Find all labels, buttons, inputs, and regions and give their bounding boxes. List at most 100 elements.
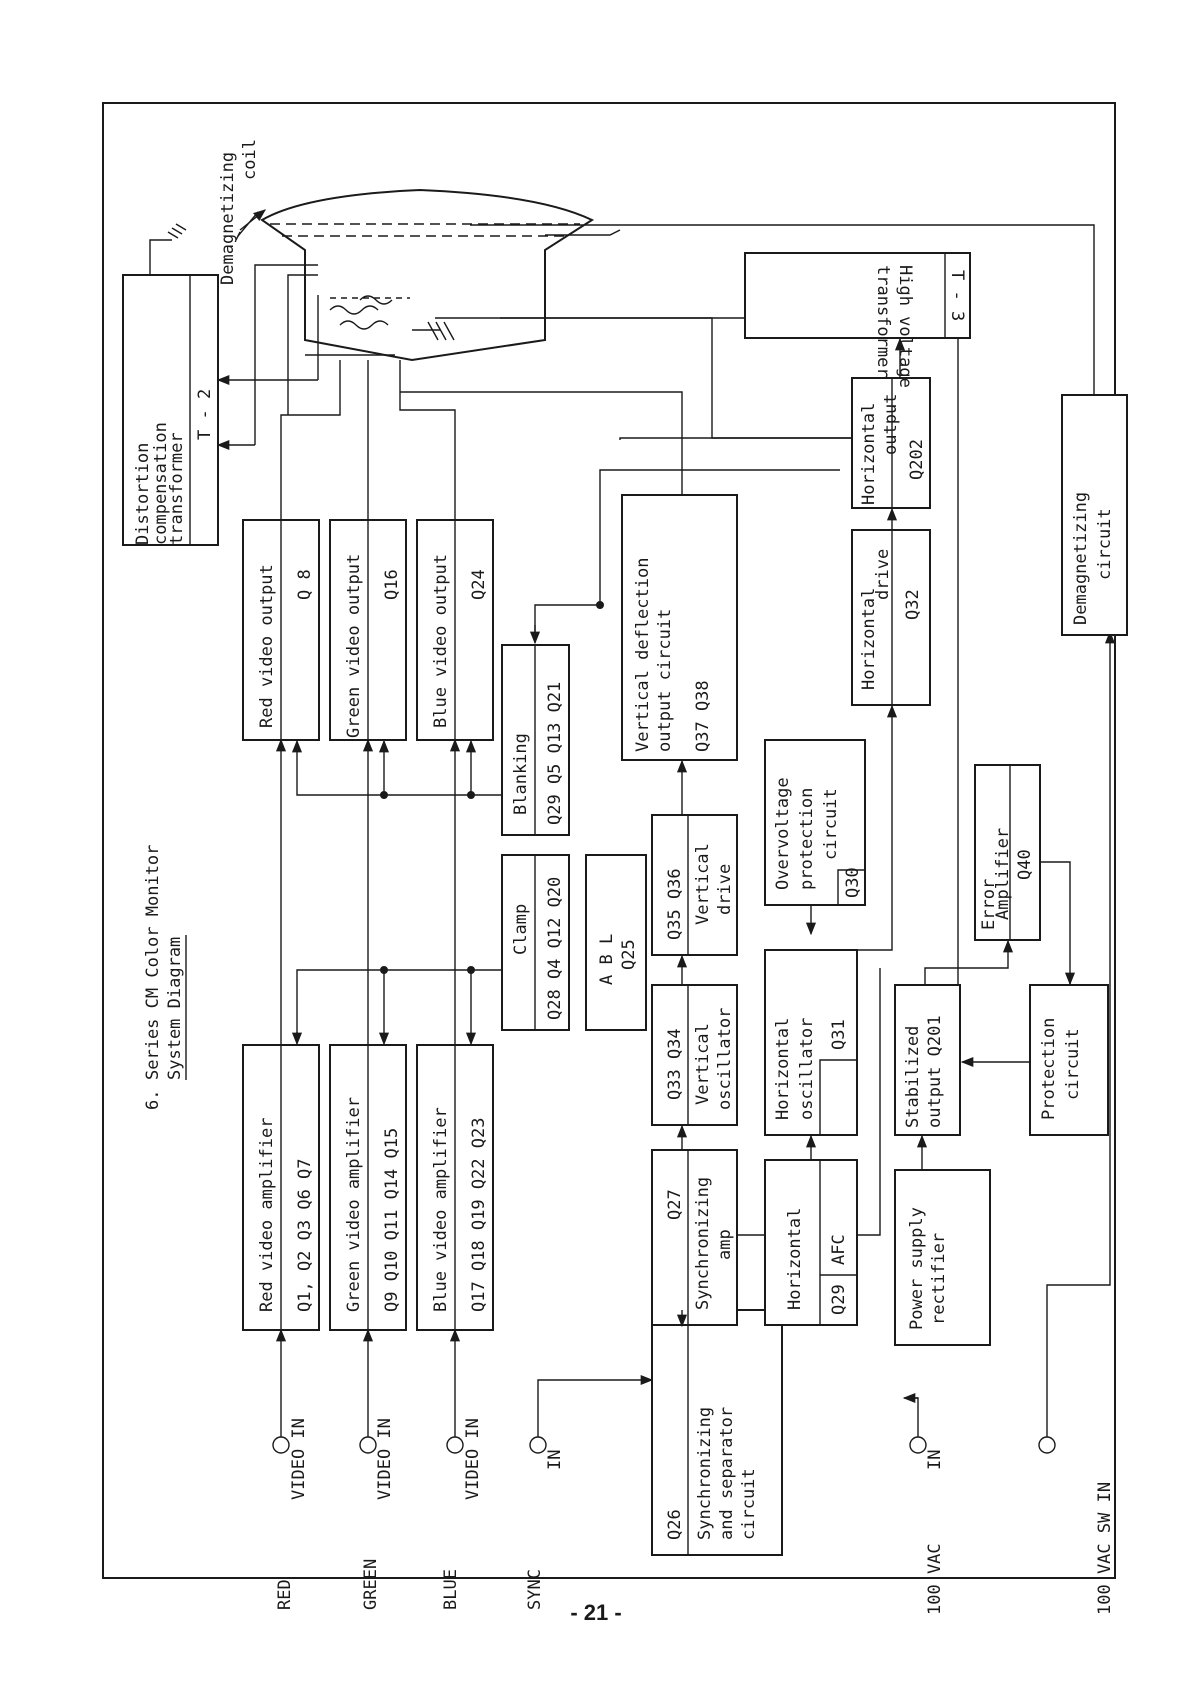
svg-text:IN: IN — [925, 1450, 945, 1470]
svg-text:Red video output: Red video output — [257, 564, 277, 728]
svg-text:100 VAC: 100 VAC — [925, 1543, 945, 1615]
stabilized-output: Stabilized output Q201 — [894, 984, 961, 1136]
svg-text:Q35 Q36: Q35 Q36 — [665, 868, 685, 940]
green-video-output: Green video output Q16 — [329, 519, 407, 741]
svg-text:VIDEO IN: VIDEO IN — [375, 1418, 395, 1500]
svg-text:output: output — [881, 394, 901, 455]
svg-text:Protection: Protection — [1039, 1018, 1059, 1120]
error-amplifier: Error Amplifier Q40 — [974, 764, 1041, 941]
svg-text:Green video output: Green video output — [344, 554, 364, 738]
diagram-heading: 6. Series CM Color Monitor System Diagra… — [143, 845, 187, 1110]
svg-text:circuit: circuit — [821, 788, 841, 860]
sync-paths — [400, 391, 840, 1328]
svg-text:Q27: Q27 — [665, 1189, 685, 1220]
svg-text:AFC: AFC — [829, 1234, 849, 1265]
red-video-output: Red video output Q 8 — [242, 519, 320, 741]
svg-text:Power supply: Power supply — [907, 1207, 927, 1330]
svg-text:Q16: Q16 — [382, 569, 402, 600]
page-number: - 21 - — [570, 1600, 621, 1625]
svg-text:coil: coil — [240, 139, 260, 180]
high-voltage-transformer: High voltage transformer T - 3 — [744, 252, 971, 388]
svg-text:Demagnetizing: Demagnetizing — [218, 152, 238, 285]
svg-text:High voltage: High voltage — [895, 265, 915, 388]
ac-input-terminal — [909, 1436, 927, 1454]
vertical-drive: Q35 Q36 Vertical drive — [651, 814, 738, 956]
svg-text:Vertical: Vertical — [693, 843, 713, 925]
horizontal-afc: Horizontal AFC Q29 — [764, 1159, 858, 1326]
svg-text:Q29 Q5 Q13 Q21: Q29 Q5 Q13 Q21 — [545, 682, 565, 825]
blue-video-amplifier: Blue video amplifier Q17 Q18 Q19 Q22 Q23 — [416, 1044, 494, 1331]
svg-text:Horizontal: Horizontal — [785, 1208, 805, 1310]
svg-text:Clamp: Clamp — [511, 904, 531, 955]
svg-text:Horizontal: Horizontal — [859, 403, 879, 505]
svg-text:Error: Error — [979, 879, 999, 930]
svg-text:Q17 Q18 Q19 Q22 Q23: Q17 Q18 Q19 Q22 Q23 — [469, 1118, 489, 1312]
svg-text:Blanking: Blanking — [511, 733, 531, 815]
svg-text:Q 8: Q 8 — [295, 569, 315, 600]
svg-text:oscillator: oscillator — [797, 1018, 817, 1120]
svg-text:and separator: and separator — [717, 1407, 737, 1540]
svg-text:drive: drive — [715, 864, 735, 915]
acsw-input: 100 VAC SW IN — [1038, 630, 1116, 1615]
svg-text:output circuit: output circuit — [655, 609, 675, 752]
sync-amp: Q27 Synchronizing amp — [651, 1149, 738, 1326]
svg-text:Horizontal: Horizontal — [859, 588, 879, 690]
demagnetizing-circuit: Demagnetizing circuit — [1061, 394, 1128, 636]
svg-text:6.: 6. — [143, 1090, 163, 1110]
svg-text:Q26: Q26 — [665, 1509, 685, 1540]
svg-text:circuit: circuit — [739, 1468, 759, 1540]
svg-text:Red video amplifier: Red video amplifier — [257, 1118, 277, 1312]
svg-text:amp: amp — [715, 1229, 735, 1260]
svg-text:circuit: circuit — [1095, 508, 1115, 580]
svg-text:compensation: compensation — [151, 422, 171, 545]
svg-text:Blue video amplifier: Blue video amplifier — [431, 1107, 451, 1312]
horizontal-oscillator: Horizontal oscillator Q31 — [764, 949, 858, 1136]
diagram-frame — [102, 102, 1116, 1579]
svg-text:Q40: Q40 — [1015, 849, 1035, 880]
svg-text:VIDEO IN: VIDEO IN — [463, 1418, 483, 1500]
svg-text:circuit: circuit — [1063, 1028, 1083, 1100]
green-input: VIDEO IN GREEN — [359, 1328, 395, 1610]
vertical-deflection-output: Vertical deflection output circuit Q37 Q… — [621, 494, 738, 761]
svg-text:oscillator: oscillator — [715, 1008, 735, 1110]
red-input-terminal — [272, 1436, 290, 1454]
svg-text:Q28 Q4 Q12 Q20: Q28 Q4 Q12 Q20 — [545, 877, 565, 1020]
svg-text:Q24: Q24 — [469, 569, 489, 600]
svg-text:Horizontal: Horizontal — [773, 1018, 793, 1120]
svg-text:Overvoltage: Overvoltage — [773, 777, 793, 890]
power-paths — [470, 224, 1095, 1170]
blanking-block: Blanking Q29 Q5 Q13 Q21 — [501, 644, 570, 836]
svg-text:Demagnetizing: Demagnetizing — [1071, 492, 1091, 625]
svg-text:Q32: Q32 — [903, 589, 923, 620]
video-paths — [275, 274, 502, 1046]
svg-text:Amplifier: Amplifier — [993, 828, 1013, 920]
svg-text:Q202: Q202 — [907, 439, 927, 480]
svg-text:Q25: Q25 — [619, 939, 639, 970]
svg-text:GREEN: GREEN — [361, 1559, 381, 1610]
svg-text:transformer: transformer — [167, 432, 187, 545]
svg-text:Q31: Q31 — [829, 1019, 849, 1050]
svg-text:T - 3: T - 3 — [947, 270, 967, 321]
green-video-amplifier: Green video amplifier Q9 Q10 Q11 Q14 Q15 — [329, 1044, 407, 1331]
svg-text:Synchronizing: Synchronizing — [695, 1407, 715, 1540]
sync-input-terminal — [529, 1436, 547, 1454]
vertical-oscillator: Q33 Q34 Vertical oscillator — [651, 984, 738, 1126]
svg-text:Vertical deflection: Vertical deflection — [633, 558, 653, 752]
horizontal-drive: Horizontal drive Q32 — [851, 529, 931, 706]
svg-text:protection: protection — [797, 788, 817, 890]
protection-circuit: Protection circuit — [1029, 984, 1109, 1136]
red-input: VIDEO IN RED — [272, 1328, 309, 1610]
svg-text:output Q201: output Q201 — [925, 1015, 945, 1128]
svg-text:A B L: A B L — [597, 934, 617, 985]
blue-input-terminal — [446, 1436, 464, 1454]
svg-text:BLUE: BLUE — [441, 1569, 461, 1610]
svg-text:Vertical: Vertical — [693, 1023, 713, 1105]
red-video-amplifier: Red video amplifier Q1, Q2 Q3 Q6 Q7 — [242, 1044, 320, 1331]
svg-text:Q37 Q38: Q37 Q38 — [693, 680, 713, 752]
svg-text:Green video amplifier: Green video amplifier — [344, 1097, 364, 1312]
svg-text:System Diagram: System Diagram — [165, 937, 185, 1080]
blue-input: VIDEO IN BLUE — [441, 1328, 483, 1610]
blue-video-output: Blue video output Q24 — [416, 519, 494, 741]
svg-text:Q29: Q29 — [829, 1284, 849, 1315]
